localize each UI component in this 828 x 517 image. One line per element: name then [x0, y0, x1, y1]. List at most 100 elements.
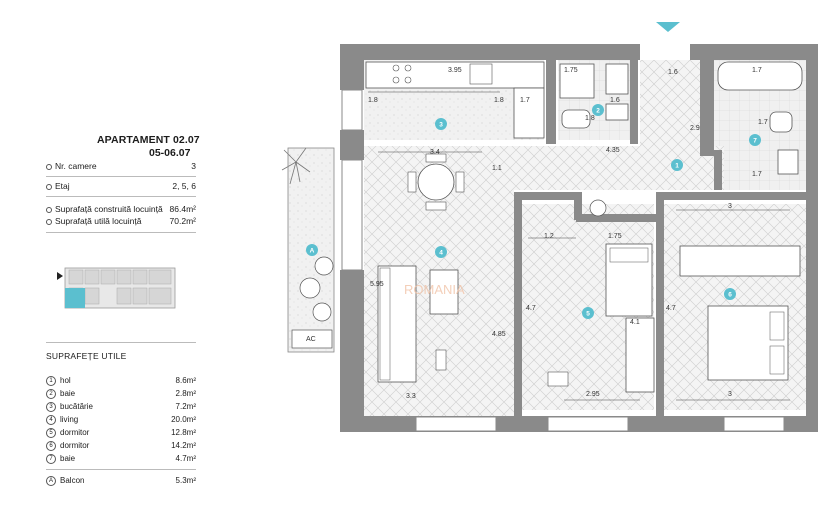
- room-number-badge: 4: [46, 415, 56, 425]
- room-name: baie: [60, 389, 76, 398]
- balcony-row: A Balcon 5.3m²: [46, 476, 196, 488]
- bullet-icon: [46, 207, 52, 213]
- room-name: dormitor: [60, 441, 90, 450]
- dim-text: 2.9: [690, 125, 700, 132]
- room-marker-6: [724, 288, 736, 300]
- room-marker-2: [592, 104, 604, 116]
- bullet-icon: [46, 219, 52, 225]
- room-row: 6 dormitor 14.2m²: [46, 441, 196, 453]
- highlighted-unit: [65, 288, 85, 308]
- room-number-badge: 3: [46, 402, 56, 412]
- info-value: 86.4m²: [169, 204, 196, 214]
- info-label: Etaj: [55, 181, 70, 191]
- info-row-usable-area: Suprafață utilă locuință 70.2m²: [46, 216, 196, 228]
- dim-text: 4.7: [526, 305, 536, 312]
- dim-text: 4.35: [606, 147, 620, 154]
- room-marker-3: [435, 118, 447, 130]
- room-marker-A: [306, 244, 318, 256]
- room-marker-label: 2: [596, 108, 600, 115]
- dim-text: 1.2: [544, 233, 554, 240]
- room-marker-1: [671, 159, 683, 171]
- room-row: 5 dormitor 12.8m²: [46, 428, 196, 440]
- room-number-badge: 6: [46, 441, 56, 451]
- room-number-badge: 2: [46, 389, 56, 399]
- plant-icon: [281, 147, 311, 185]
- info-label: Suprafață construită locuință: [55, 204, 163, 214]
- dim-text: 5.95: [370, 281, 384, 288]
- bullet-icon: [46, 184, 52, 190]
- dim-text: 1.7: [752, 67, 762, 74]
- room-marker-label: A: [310, 248, 315, 255]
- room-marker-label: 6: [728, 292, 732, 299]
- info-row-built-area: Suprafață construită locuință 86.4m²: [46, 204, 196, 216]
- room-name: Balcon: [60, 476, 85, 485]
- room-marker-4: [435, 246, 447, 258]
- room-number-badge: 5: [46, 428, 56, 438]
- room-area: 20.0m²: [171, 415, 196, 424]
- room-name: bucătărie: [60, 402, 93, 411]
- room-area: 4.7m²: [175, 454, 196, 463]
- dim-text: 4.7: [666, 305, 676, 312]
- dim-text: 1.8: [368, 97, 378, 104]
- room-area: 14.2m²: [171, 441, 196, 450]
- info-row-rooms: Nr. camere 3: [46, 161, 196, 173]
- dim-text: 1.8: [494, 97, 504, 104]
- floor-plan: 3.95 1.8 1.8 1.7 1.75 1.6 1.8 1.6 2.9 4.…: [281, 22, 818, 432]
- room-area: 7.2m²: [175, 402, 196, 411]
- info-value: 70.2m²: [169, 216, 196, 226]
- room-number-badge: A: [46, 476, 56, 486]
- dim-text: 4.85: [492, 331, 506, 338]
- info-label: Suprafață utilă locuință: [55, 216, 142, 226]
- dim-text: 1.1: [492, 165, 502, 172]
- divider: [46, 342, 196, 343]
- dim-text: 1.75: [608, 233, 622, 240]
- watermark: ROMANIA: [404, 282, 465, 297]
- dim-text: 1.7: [520, 97, 530, 104]
- room-marker-7: [749, 134, 761, 146]
- dim-text: 3: [728, 203, 732, 210]
- info-row-floor: Etaj 2, 5, 6: [46, 181, 196, 193]
- room-marker-label: 7: [753, 138, 757, 145]
- room-name: living: [60, 415, 79, 424]
- apartment-title: APARTAMENT 02.07: [97, 134, 200, 146]
- info-value: 3: [191, 161, 196, 171]
- dim-text: 1.6: [668, 69, 678, 76]
- room-row: 4 living 20.0m²: [46, 415, 196, 427]
- divider: [46, 469, 196, 470]
- room-row: 1 hol 8.6m²: [46, 376, 196, 388]
- exterior-walls: [340, 44, 818, 432]
- room-marker-label: 3: [439, 122, 443, 129]
- dim-text: 2.95: [586, 391, 600, 398]
- room-row: 7 baie 4.7m²: [46, 454, 196, 466]
- interior-walls: [514, 60, 806, 416]
- bullet-icon: [46, 164, 52, 170]
- room-area: 8.6m²: [175, 376, 196, 385]
- dim-text: 1.7: [752, 171, 762, 178]
- room-row: 3 bucătărie 7.2m²: [46, 402, 196, 414]
- divider: [46, 232, 196, 233]
- room-marker-label: 1: [675, 163, 679, 170]
- room-row: 2 baie 2.8m²: [46, 389, 196, 401]
- dim-text: 3: [728, 391, 732, 398]
- room-area: 2.8m²: [175, 389, 196, 398]
- dim-text: 4.1: [630, 319, 640, 326]
- room-marker-5: [582, 307, 594, 319]
- info-label: Nr. camere: [55, 161, 97, 171]
- room-name: baie: [60, 454, 76, 463]
- areas-title: SUPRAFEȚE UTILE: [46, 351, 127, 361]
- info-value: 2, 5, 6: [172, 181, 196, 191]
- balcony-note: AC: [306, 336, 316, 343]
- room-marker-label: 4: [439, 250, 443, 257]
- room-number-badge: 7: [46, 454, 56, 464]
- divider: [46, 176, 196, 177]
- dim-text: 1.75: [564, 67, 578, 74]
- dining-table: [417, 163, 455, 201]
- dim-text: 3.4: [430, 149, 440, 156]
- room-area: 5.3m²: [175, 476, 196, 485]
- divider: [46, 196, 196, 197]
- dim-text: 1.6: [610, 97, 620, 104]
- room-name: dormitor: [60, 428, 90, 437]
- room-marker-label: 5: [586, 311, 590, 318]
- dim-text: 3.95: [448, 67, 462, 74]
- room-number-badge: 1: [46, 376, 56, 386]
